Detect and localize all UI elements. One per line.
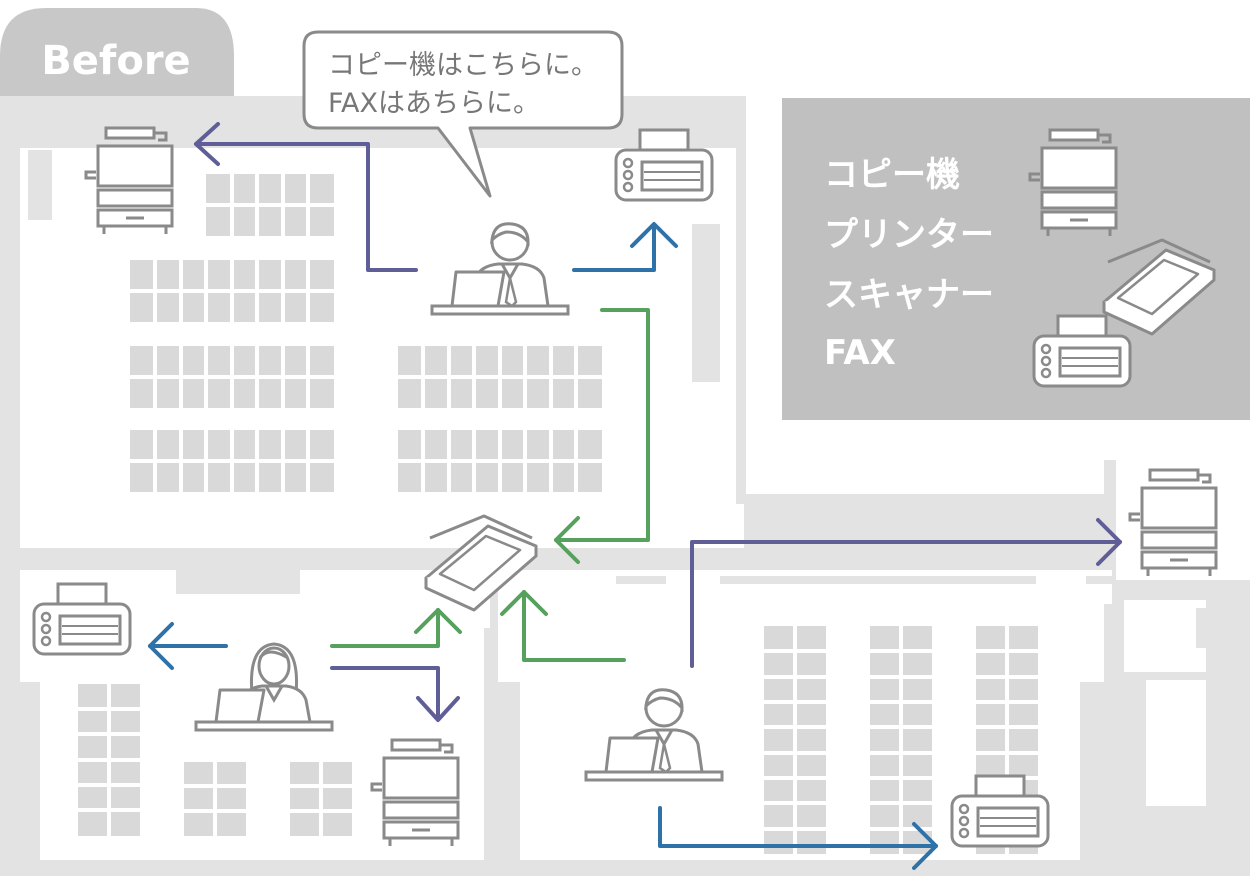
- legend-box: コピー機 プリンター スキャナー FAX: [782, 98, 1250, 420]
- speech-bubble-line1: コピー機はこちらに。: [328, 50, 598, 81]
- legend-label-fax: FAX: [824, 333, 896, 373]
- legend-label-copier: コピー機: [824, 155, 960, 195]
- before-badge: Before: [0, 8, 234, 96]
- legend-label-scanner: スキャナー: [824, 275, 994, 315]
- speech-bubble-line2: FAXはあちらに。: [328, 88, 540, 119]
- fax-route-arrows: [148, 222, 938, 870]
- before-badge-label: Before: [41, 38, 190, 84]
- desk-grid-lines: [78, 174, 1038, 854]
- speech-bubble: コピー機はこちらに。 FAXはあちらに。: [302, 30, 624, 198]
- legend-label-printer: プリンター: [824, 215, 994, 255]
- scanner-route-arrows: [330, 308, 650, 662]
- copier-route-arrows: [194, 122, 1122, 722]
